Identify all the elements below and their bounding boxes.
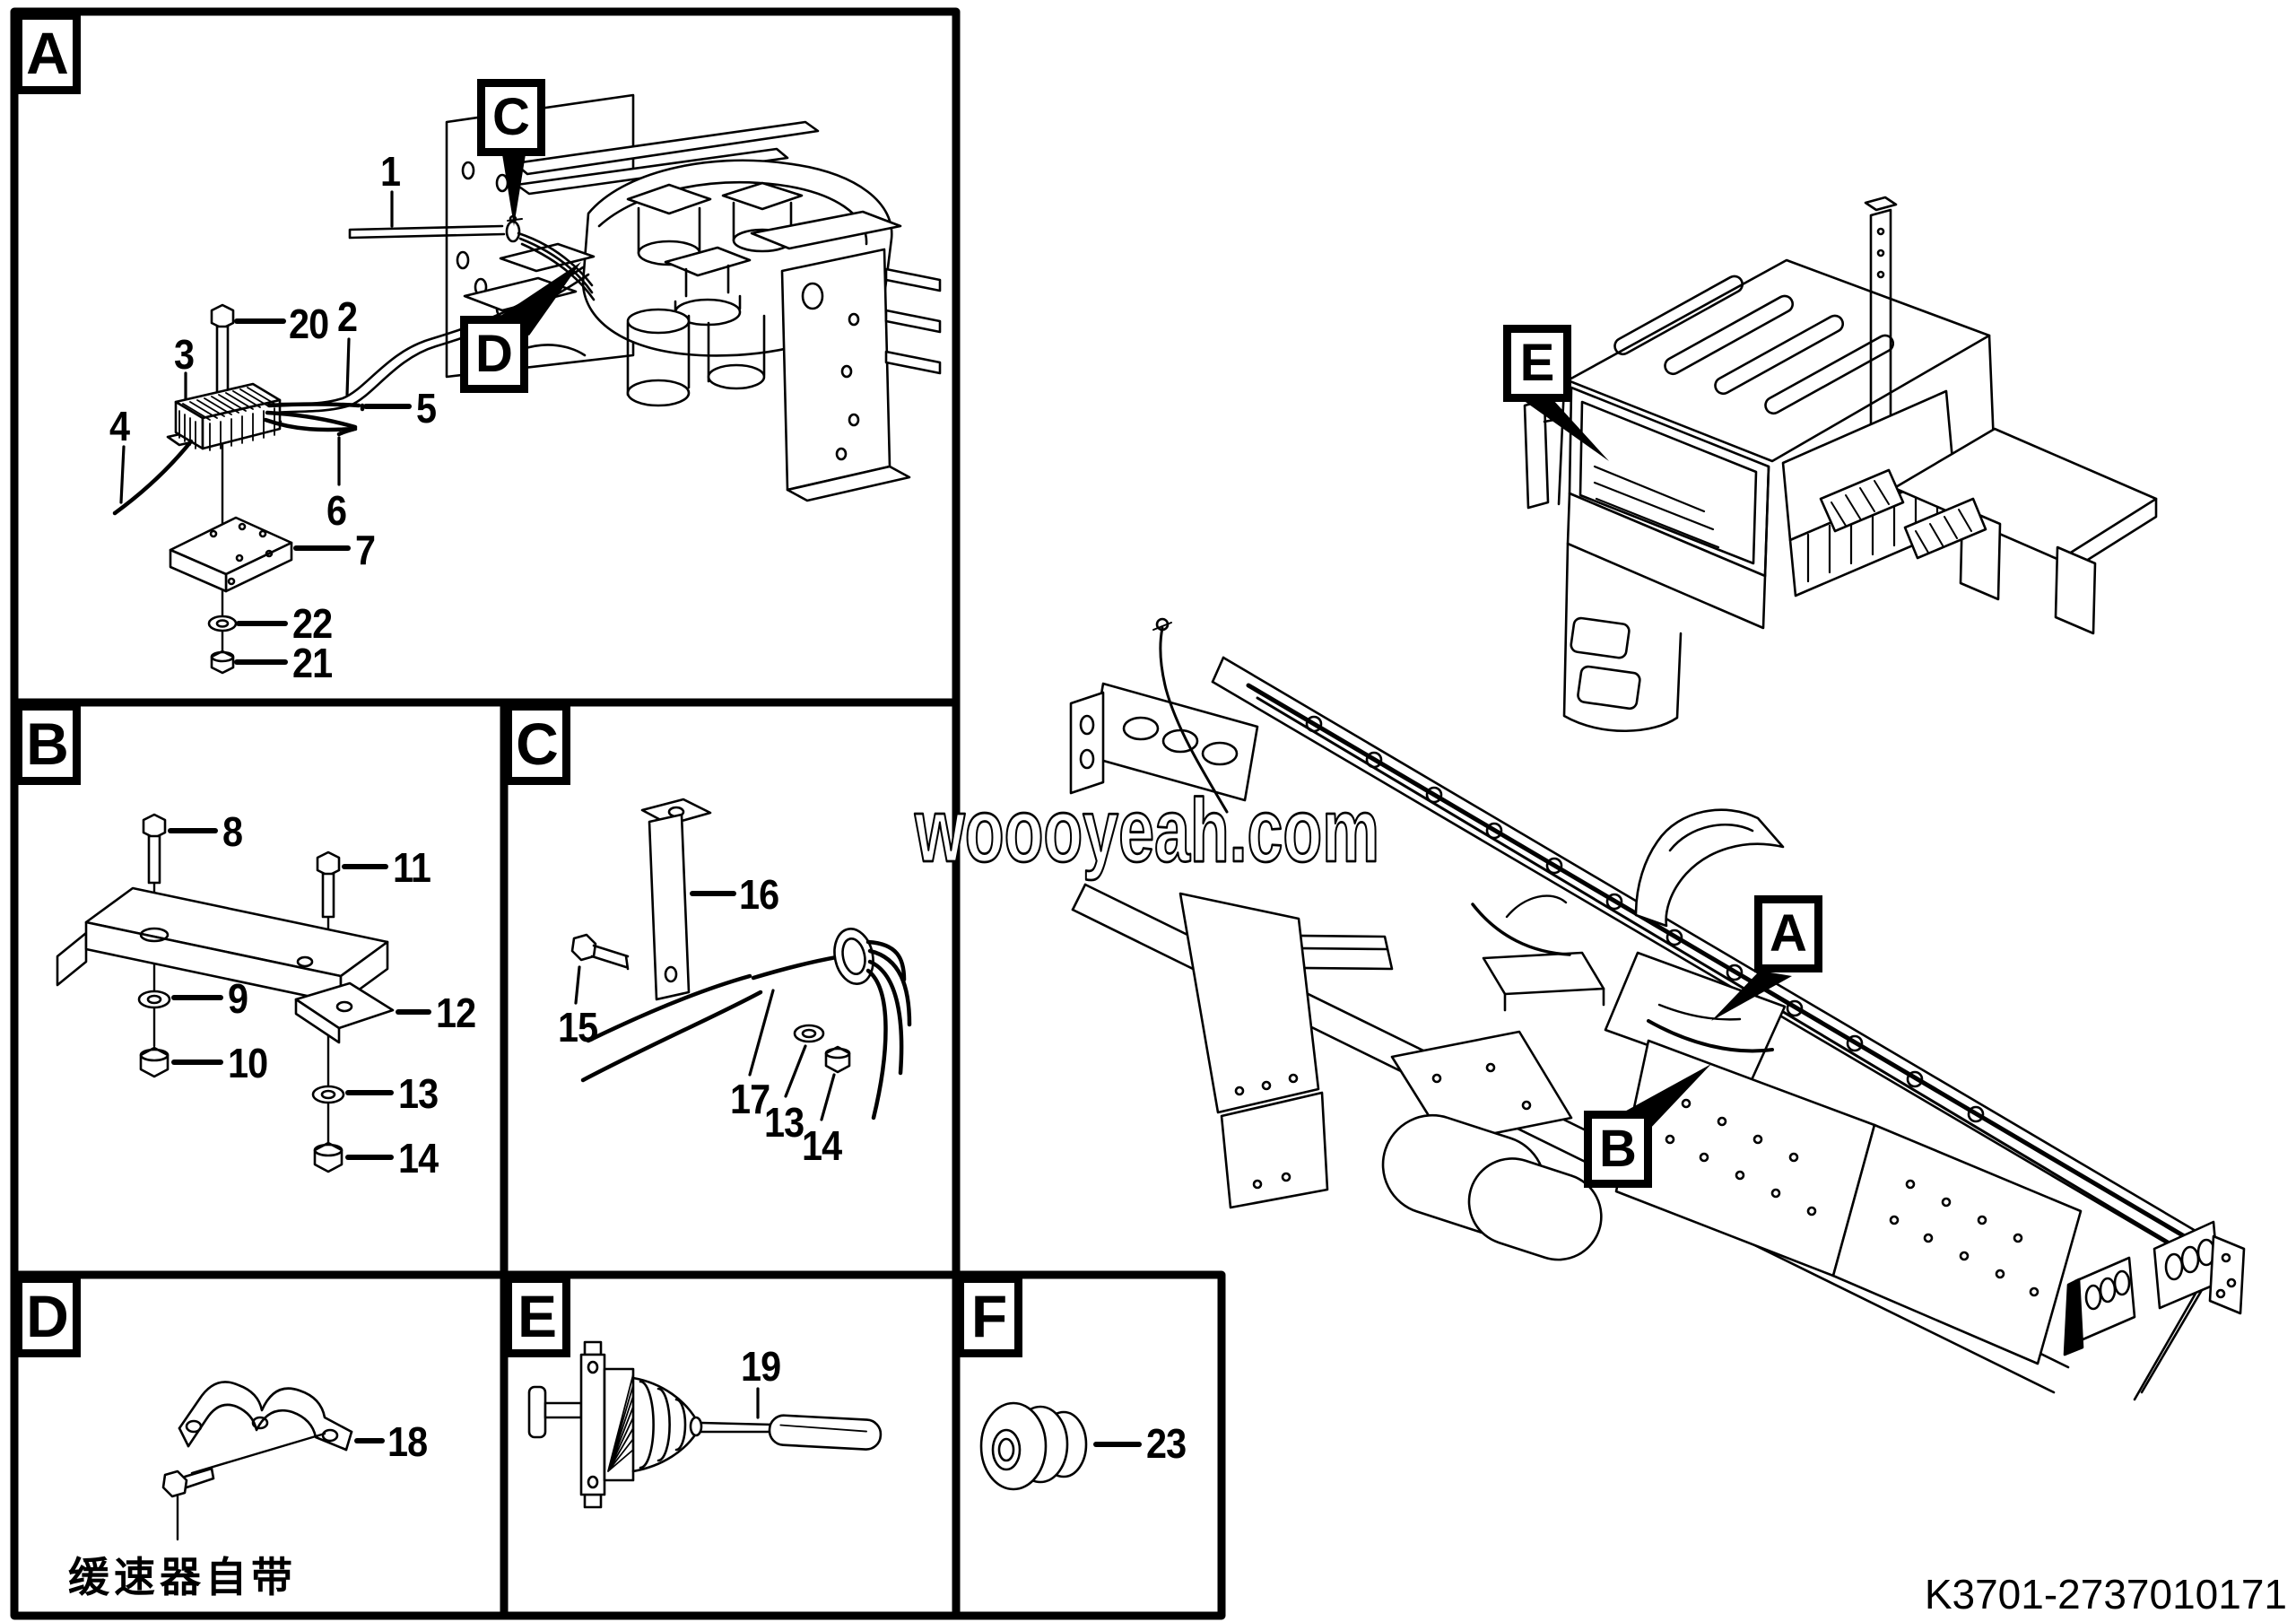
cab-drawing <box>1523 196 2158 928</box>
panel-e-header: E <box>504 1275 570 1357</box>
panel-d-header: D <box>14 1275 81 1357</box>
part-label-6: 6 <box>326 487 347 534</box>
part-label-22: 22 <box>292 600 333 647</box>
part-label-16: 16 <box>739 871 779 918</box>
panel-b-header: B <box>14 702 81 785</box>
roof-slots <box>1613 275 1895 415</box>
watermark-text: woooyeah.com <box>914 780 1379 881</box>
ecu-fins <box>178 387 275 451</box>
part-label-14b: 14 <box>802 1122 842 1169</box>
part-label-23: 23 <box>1146 1420 1187 1467</box>
panel-f-header: F <box>956 1275 1022 1357</box>
part-label-17: 17 <box>730 1076 770 1122</box>
retarder-caption: 缓速器自带 <box>68 1555 297 1600</box>
panel-a-leader-lines <box>119 190 394 504</box>
plate-dots-2 <box>1889 1179 2039 1297</box>
part-label-1: 1 <box>380 148 401 195</box>
chassis-callout-a-box: A <box>1754 895 1822 972</box>
part-label-2: 2 <box>337 293 358 340</box>
part-label-9: 9 <box>228 975 248 1022</box>
panel-c-art <box>570 798 912 1121</box>
part-label-15: 15 <box>558 1004 598 1051</box>
panel-c-header: C <box>504 702 570 785</box>
panel-borders <box>10 7 1226 1620</box>
panel-e-art <box>527 1340 883 1509</box>
part-label-8: 8 <box>222 808 243 855</box>
part-label-5: 5 <box>416 385 437 432</box>
part-label-11: 11 <box>393 844 431 891</box>
part-label-13b: 13 <box>764 1099 804 1146</box>
chassis-callout-b-box: B <box>1584 1111 1652 1188</box>
panel-a-art <box>112 93 942 675</box>
panel-b-art <box>56 813 431 1173</box>
catalog-number: K3701-2737010171 <box>1924 1571 2287 1618</box>
part-label-18: 18 <box>387 1418 428 1465</box>
panel-c-leader-lines <box>574 965 836 1121</box>
chassis-drawing <box>1069 617 2246 1401</box>
part-label-3: 3 <box>174 331 195 378</box>
rail-holes <box>1305 715 1985 1123</box>
plate-dots <box>1665 1098 1817 1216</box>
panel-a-leader-bars <box>234 318 412 665</box>
part-label-13: 13 <box>398 1070 439 1117</box>
part-label-12: 12 <box>436 990 476 1036</box>
panel-a-header: A <box>14 12 81 94</box>
part-label-4: 4 <box>109 403 130 449</box>
callout-d-box: D <box>460 316 528 393</box>
part-label-21: 21 <box>292 640 333 686</box>
panel-d-art <box>161 1381 385 1541</box>
part-label-14: 14 <box>398 1135 439 1182</box>
cab-callout-e-box: E <box>1503 325 1571 402</box>
panel-b-leader-bars <box>168 828 431 1160</box>
connector-fan <box>607 1373 634 1472</box>
panel-f-art <box>979 1401 1142 1491</box>
callout-c-box: C <box>477 79 545 156</box>
part-label-7: 7 <box>355 527 376 573</box>
part-label-20: 20 <box>289 301 329 347</box>
part-label-10: 10 <box>228 1040 268 1086</box>
part-label-19: 19 <box>741 1343 781 1390</box>
